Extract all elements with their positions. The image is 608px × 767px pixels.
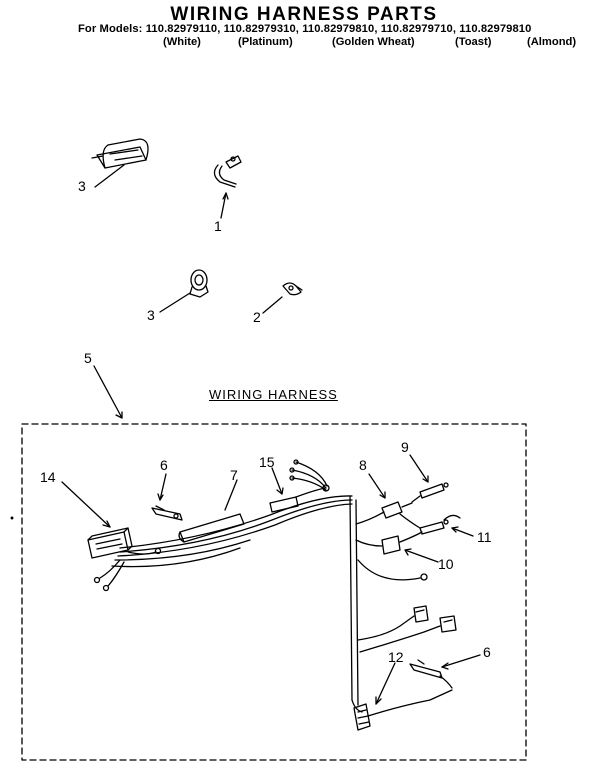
arrow-8 [379,491,386,499]
part-3-clamp [189,269,209,298]
callout-7: 7 [230,467,238,483]
callout-11: 11 [477,529,492,545]
leader-8 [368,473,386,499]
arrow-12 [375,696,382,705]
color-platinum: (Platinum) [238,36,293,48]
harness-boundary [21,423,527,761]
part-8-connector [355,501,421,529]
part-2-clip [282,282,303,296]
part-4-sleeve [91,138,149,169]
part-7-sleeve [178,513,245,543]
callout-8: 8 [359,457,367,473]
callout-6-lower: 6 [483,644,491,660]
callout-9: 9 [401,439,409,455]
leader-6b [441,654,481,668]
callout-6-upper: 6 [160,457,168,473]
arrow-15 [276,487,284,495]
callout-5: 5 [84,350,92,366]
part-15-connector [269,459,330,513]
part-6-terminal-upper [151,505,183,521]
part-12-connector [353,689,453,731]
arrow-6a [157,493,164,501]
leader-12 [375,662,396,705]
part-10-connector [355,531,428,581]
callout-10: 10 [438,556,454,572]
leader-5 [93,365,123,419]
leader-7 [224,479,238,511]
subassembly-label: WIRING HARNESS [209,387,338,402]
leader-1 [220,192,227,219]
part-1-clip [213,155,242,188]
leader-2 [262,296,283,314]
callout-14: 14 [40,469,56,485]
arrow-11 [451,526,459,533]
callout-1: 1 [214,218,222,234]
part-9-terminal [411,482,449,503]
leader-9 [409,454,429,483]
callout-3: 3 [147,307,155,323]
arrow-10 [404,548,412,556]
model-list: For Models: 110.82979110, 110.82979310, … [78,23,531,35]
arrow-1 [222,192,229,200]
models-prefix: For Models: [78,23,143,35]
arrow-6b [441,662,449,670]
leader-6a [159,473,167,501]
color-toast: (Toast) [455,36,492,48]
arrow-9 [422,475,429,483]
part-6-terminal-lower [409,659,453,689]
leader-4 [94,164,125,188]
stray-mark [10,516,14,520]
part-14-connector [87,527,133,559]
lower-branch-connectors [357,605,457,653]
part-11-lead [419,514,461,535]
color-almond: (Almond) [527,36,577,48]
harness-bundle [111,495,363,713]
leader-15 [271,467,283,495]
arrow-5 [115,411,123,419]
leader-3 [159,292,191,313]
callout-15: 15 [259,454,275,470]
page-title: WIRING HARNESS PARTS [170,4,438,25]
models-numbers: 110.82979110, 110.82979310, 110.82979810… [145,23,532,35]
arrow-14 [102,520,111,528]
color-golden-wheat: (Golden Wheat) [332,36,415,48]
leader-11 [451,527,474,537]
color-white: (White) [163,36,201,48]
callout-4: 3 [78,178,86,194]
callout-2: 2 [253,309,261,325]
leader-14 [61,481,111,528]
callout-12: 12 [388,649,404,665]
leader-10 [404,549,439,563]
connector-14-leads [93,547,162,592]
